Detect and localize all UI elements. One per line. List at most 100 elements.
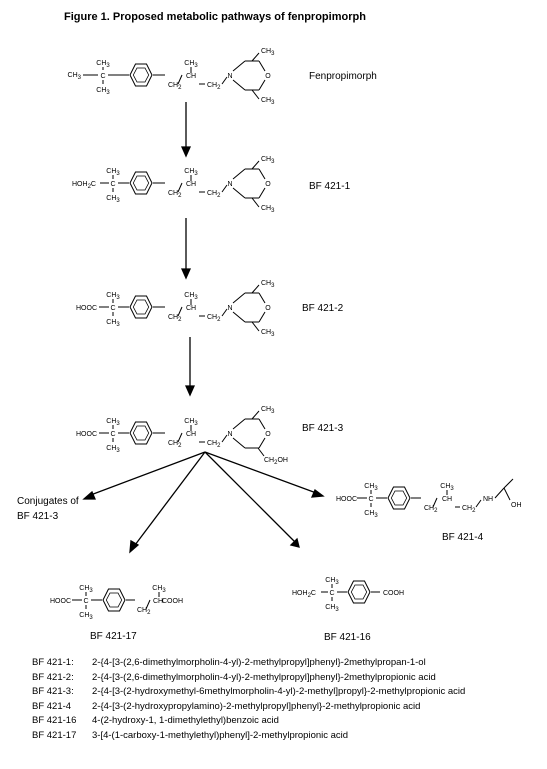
conjugates-line2: BF 421-3 [17,511,59,522]
carbon-label: C [100,73,105,80]
ch3-label: CH3 [106,445,120,454]
legend-text: 4-(2-hydroxy-1, 1-dimethylethyl)benzoic … [92,715,279,727]
ch3-label: CH3 [364,483,378,492]
ch3-label: CH3 [106,168,120,177]
arrow-2-3-head [180,268,192,280]
legend-row: BF 421-3: 2-{4-[3-(2-hydroxymethyl-6methy… [32,685,465,700]
ch2-label: CH2 [207,82,221,91]
legend-code: BF 421-3: [32,686,74,698]
structure-bf4211: HOH2C CH3 C CH3 CH2 CH3 CH CH2 N O CH3 C… [72,156,275,214]
structure-bf42117: HOOC CH3 C CH3 CH2 CH3 CH COOH [50,585,183,621]
arrow-to-bf42117-head [129,539,140,554]
hooc-label: HOOC [76,305,97,312]
hooc-label: HOOC [50,598,71,605]
arrow-to-bf42117-shaft [134,451,206,546]
label-bf4213: BF 421-3 [302,423,344,434]
legend-code: BF 421-1: [32,657,74,668]
ch2-label: CH2 [424,505,438,514]
oxygen-label: O [265,431,271,438]
hoh2c-label: HOH2C [72,181,96,190]
carbon-label: C [110,305,115,312]
cooh-label: COOH [383,590,404,597]
ch3-label: CH3 [96,60,110,69]
ch3-label: CH3 [106,292,120,301]
ch3-label: CH3 [261,48,275,57]
nh-label: NH [483,496,493,503]
ch2-label: CH2 [207,440,221,449]
ch2-label: CH2 [137,607,151,616]
hoh2c-label: HOH2C [292,590,316,599]
structure-bf42116: HOH2C CH3 C CH3 COOH [292,577,404,613]
ch3-label: CH3 [96,87,110,96]
legend-text: 2-{4-[3-(2-hydroxypropylamino)-2-methylp… [92,700,421,712]
ch3-label: CH3 [184,60,198,69]
cooh-label: COOH [162,598,183,605]
ch2-label: CH2 [462,505,476,514]
conjugates-line1: Conjugates of [17,496,79,507]
legend-text: 3-[4-(1-carboxy-1-methylethyl)phenyl]-2-… [92,729,349,741]
structure-bf4214: HOOC CH3 C CH3 CH2 CH3 CH CH2 NH OH [336,478,522,519]
ch3-label: CH3 [325,604,339,613]
ch3-label: CH3 [184,168,198,177]
ch3-label: CH3 [364,510,378,519]
ch3-label: CH3 [106,195,120,204]
compound-legend: BF 421-1: 2-{4-[3-(2,6-dimethylmorpholin-… [32,656,465,744]
carbon-label: C [329,590,334,597]
legend-text: 2-{4-[3-(2,6-dimethylmorpholin-4-yl)-2-m… [92,657,426,668]
legend-row: BF 421-2: 2-{4-[3-(2,6-dimethylmorpholin-… [32,671,465,686]
label-bf4214: BF 421-4 [442,532,484,543]
ch3-label: CH3 [79,612,93,621]
nitrogen-label: N [227,181,232,188]
ch2-label: CH2 [168,440,182,449]
legend-code: BF 421-2: [32,671,74,683]
ch2-label: CH2 [168,190,182,199]
ch3-label: CH3 [184,292,198,301]
legend-row: BF 421-1: 2-{4-[3-(2,6-dimethylmorpholin-… [32,656,465,671]
structure-bf4212: HOOC CH3 C CH3 CH2 CH3 CH CH2 N O CH3 CH… [76,280,275,338]
ch3-label: CH3 [106,418,120,427]
ch-label: CH [186,305,196,312]
arrow-to-bf4214-shaft [204,451,320,495]
nitrogen-label: N [227,305,232,312]
reaction-arrows [82,102,325,554]
ch3-label: CH3 [325,577,339,586]
label-bf4212: BF 421-2 [302,303,344,314]
ch2-label: CH2 [168,82,182,91]
conjugates-label: Conjugates of BF 421-3 [17,494,79,524]
arrow-to-bf4214-head [310,488,325,498]
oh-label: OH [511,502,522,509]
arrow-to-bf42116-shaft [204,451,296,543]
oxygen-label: O [265,73,271,80]
carbon-label: C [368,496,373,503]
ch-label: CH [186,431,196,438]
ch3-label: CH3 [261,156,275,165]
hooc-label: HOOC [76,431,97,438]
structure-bf4213: HOOC CH3 C CH3 CH2 CH3 CH CH2 N O CH3 CH… [76,406,288,466]
ch3-label: CH3 [68,72,82,81]
arrow-1-2-head [180,146,192,158]
structure-fenpropimorph: CH3 CH3 C CH3 CH2 CH3 CH CH2 N O CH3 CH3 [68,48,276,106]
ch3-label: CH3 [106,319,120,328]
label-bf4211: BF 421-1 [309,181,351,192]
figure-title: Figure 1. Proposed metabolic pathways of… [64,11,366,23]
ch3-label: CH3 [152,585,166,594]
legend-code: BF 421-16 [32,715,77,727]
arrow-to-conjugates-shaft [87,451,206,497]
carbon-label: C [110,431,115,438]
legend-row: BF 421-17 3-[4-(1-carboxy-1-methylethyl)p… [32,729,465,744]
carbon-label: C [110,181,115,188]
ch3-label: CH3 [440,483,454,492]
legend-code: BF 421-17 [32,729,77,741]
ch3-label: CH3 [261,329,275,338]
legend-text: 2-{4-[3-(2-hydroxymethyl-6methylmorpholi… [92,686,466,698]
arrow-to-bf42116-head [289,537,300,548]
legend-row: BF 421-16 4-(2-hydroxy-1, 1-dimethylethyl… [32,714,465,729]
ch3-label: CH3 [261,280,275,289]
nitrogen-label: N [227,73,232,80]
legend-code: BF 421-4 [32,700,72,712]
hooc-label: HOOC [336,496,357,503]
oxygen-label: O [265,305,271,312]
ch-label: CH [153,598,163,605]
ch3-label: CH3 [261,97,275,106]
legend-text: 2-{4-[3-(2,6-dimethylmorpholin-4-yl)-2-m… [92,671,436,683]
